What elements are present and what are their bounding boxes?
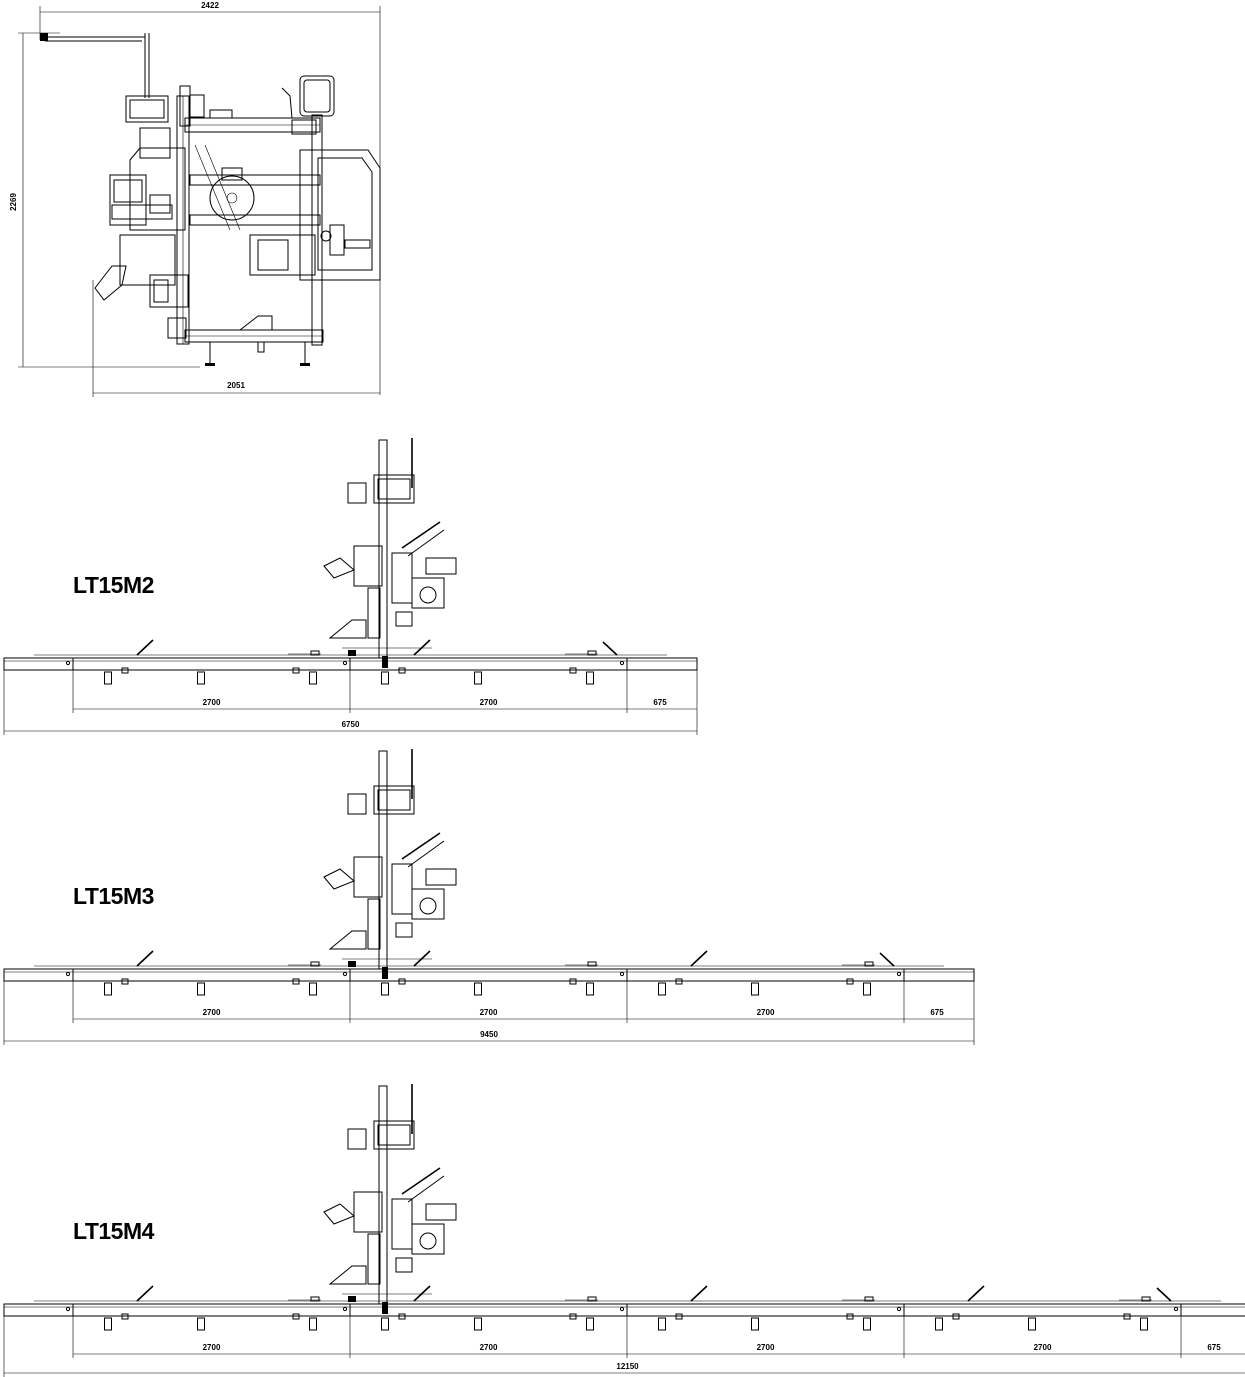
- side-view-lt15m4: 2700 2700 2700 2700 675 12150: [3, 1084, 1245, 1377]
- log-stop: [967, 1285, 985, 1302]
- rail-foot: [863, 1317, 871, 1331]
- total-length-dimension: 9450: [4, 1030, 974, 1042]
- total-length-dimension: 12150: [4, 1362, 1245, 1374]
- total-length-label: 9450: [480, 1030, 498, 1039]
- rail-foot: [474, 1317, 482, 1331]
- rail-foot: [197, 1317, 205, 1331]
- model-label-lt15m2: LT15M2: [73, 572, 154, 598]
- end-length-label: 675: [653, 698, 667, 707]
- end-length-label: 675: [1207, 1343, 1221, 1352]
- log-stop: [136, 639, 154, 656]
- sawmill-front-view: 2422 2269 2051: [9, 1, 381, 397]
- section-length-label: 2700: [757, 1343, 775, 1352]
- section-dimensions: 2700 2700 2700 2700 675: [73, 1343, 1245, 1355]
- rail-foot: [197, 982, 205, 996]
- total-length-label: 12150: [616, 1362, 639, 1371]
- section-length-label: 2700: [480, 1008, 498, 1017]
- rail-foot: [474, 671, 482, 685]
- rail-foot: [474, 982, 482, 996]
- rail-foot: [586, 671, 594, 685]
- rail-foot: [751, 1317, 759, 1331]
- track-rails: [3, 965, 975, 1045]
- rail-foot: [658, 1317, 666, 1331]
- section-length-label: 2700: [480, 1343, 498, 1352]
- dimension-height: 2269: [9, 32, 200, 368]
- rail-foot: [309, 982, 317, 996]
- log-stop: [413, 639, 431, 656]
- rail-foot: [1028, 1317, 1036, 1331]
- sawmill-head-side: [323, 1084, 457, 1314]
- log-stop: [136, 1285, 154, 1302]
- sawmill-front-machine: [40, 33, 381, 366]
- rail-foot: [381, 671, 389, 685]
- model-label-lt15m4: LT15M4: [73, 1218, 154, 1244]
- rail-foot: [104, 1317, 112, 1331]
- rail-foot: [381, 982, 389, 996]
- rail-foot: [658, 982, 666, 996]
- track-rails: [3, 1300, 1245, 1377]
- rail-foot: [751, 982, 759, 996]
- sawmill-head-side: [323, 749, 457, 979]
- section-length-label: 2700: [203, 698, 221, 707]
- rail-foot: [863, 982, 871, 996]
- section-dimensions: 2700 2700 675: [73, 698, 697, 710]
- rail-foot: [935, 1317, 943, 1331]
- dimension-base-width: 2051: [92, 280, 380, 397]
- rail-foot: [104, 982, 112, 996]
- section-length-label: 2700: [203, 1008, 221, 1017]
- end-length-label: 675: [930, 1008, 944, 1017]
- rail-foot: [309, 1317, 317, 1331]
- log-stop: [413, 1285, 431, 1302]
- total-length-dimension: 6750: [4, 720, 697, 732]
- rail-foot: [381, 1317, 389, 1331]
- section-length-label: 2700: [203, 1343, 221, 1352]
- rail-foot: [309, 671, 317, 685]
- section-dimensions: 2700 2700 2700 675: [73, 1008, 974, 1020]
- side-view-lt15m3: 2700 2700 2700 675 9450: [3, 749, 975, 1045]
- total-length-label: 6750: [342, 720, 360, 729]
- log-stop: [413, 950, 431, 967]
- rail-foot: [197, 671, 205, 685]
- dimension-label-base-width: 2051: [227, 381, 245, 390]
- section-length-label: 2700: [480, 698, 498, 707]
- dimension-label-height: 2269: [9, 193, 18, 211]
- side-view-lt15m2: 2700 2700 675 6750: [3, 438, 698, 735]
- section-length-label: 2700: [1034, 1343, 1052, 1352]
- rail-foot: [104, 671, 112, 685]
- model-label-lt15m3: LT15M3: [73, 883, 154, 909]
- rail-foot: [586, 982, 594, 996]
- rail-foot: [1140, 1317, 1148, 1331]
- log-stop: [136, 950, 154, 967]
- sawmill-head-side: [323, 438, 457, 668]
- log-stop: [690, 950, 708, 967]
- rail-foot: [586, 1317, 594, 1331]
- dimension-label-overall-width: 2422: [201, 1, 219, 10]
- log-stop: [690, 1285, 708, 1302]
- section-length-label: 2700: [757, 1008, 775, 1017]
